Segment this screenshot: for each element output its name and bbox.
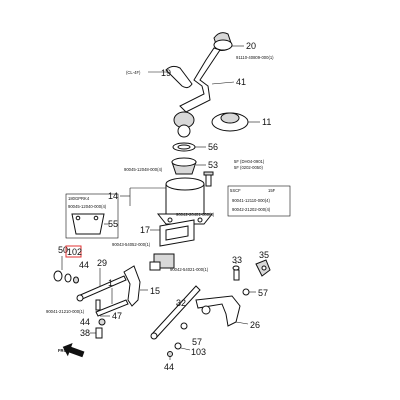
shift-knob: 20 91110-40809-000(1) — [213, 32, 274, 60]
callout-56: 56 — [208, 142, 218, 152]
shift-rod-1: 1 — [95, 278, 129, 317]
shift-lever: 41 — [179, 47, 246, 113]
callout-53: 53 — [208, 160, 218, 170]
interlock-parts: 44 38 — [80, 317, 106, 339]
seal-ring: 56 — [172, 142, 218, 152]
shift-fork-15: 15 — [123, 265, 160, 307]
detent-parts-lower: 57 103 44 — [164, 322, 206, 372]
callout-57-lower: 57 — [192, 337, 202, 347]
code-left-bolt: 90041-21210-000(1) — [46, 309, 85, 314]
lever-ball — [173, 111, 195, 138]
callout-44-mid: 44 — [80, 317, 90, 327]
code-gasket: 90043-54052-000(1) — [112, 242, 151, 247]
code-5scf: 5SCF — [230, 188, 241, 193]
callout-26: 26 — [250, 320, 260, 330]
gasket: 17 90043-54052-000(1) — [112, 219, 195, 247]
code-bracket: 90042-54021-000(1) — [170, 267, 209, 272]
callout-102: 102 — [67, 247, 82, 257]
callout-47: 47 — [112, 311, 122, 321]
callout-41: 41 — [236, 77, 246, 87]
callout-103: 103 — [191, 347, 206, 357]
code-box-2: 90042-21202-000(4) — [232, 207, 271, 212]
code-cl4f: (CL-4F) — [126, 70, 141, 75]
highlight-102 — [65, 245, 82, 258]
callout-32: 32 — [176, 298, 186, 308]
shift-housing: 14 90045-12048-000(4) 90042-20401-000(4) — [108, 167, 215, 225]
inset-code-box: 5SCF 15F 90041-12110-000(4) 90042-21202-… — [227, 185, 291, 217]
callout-15: 15 — [150, 286, 160, 296]
callout-38: 38 — [80, 328, 90, 338]
shift-bracket: 90042-54021-000(1) — [149, 253, 209, 272]
lever-boot-hose: 19 (CL-4F) — [126, 65, 193, 89]
callout-1: 1 — [108, 278, 113, 288]
code-plate-bolt: 90045-12040-000(4) — [68, 204, 107, 209]
detent-parts-left: 50 102 44 — [53, 245, 89, 284]
callout-17: 17 — [140, 225, 150, 235]
callout-55: 55 — [108, 219, 118, 229]
code-5f-b: 5F (0202-0050) — [234, 165, 263, 170]
callout-11: 11 — [262, 117, 271, 127]
shift-rod-29: 29 — [76, 258, 127, 302]
detent-parts-right: 33 35 — [232, 250, 271, 281]
code-180gprk4: 180GPRK4 — [68, 196, 90, 201]
detent-ball-right: 57 — [242, 288, 268, 298]
code-knob-bolt: 91110-40809-000(1) — [236, 55, 274, 60]
callout-35: 35 — [259, 250, 269, 260]
code-housing-bolt: 90045-12048-000(4) — [124, 167, 163, 172]
callout-57-upper: 57 — [258, 288, 268, 298]
callout-44-upper: 44 — [79, 260, 89, 270]
code-box-1: 90041-12110-000(4) — [232, 198, 270, 203]
housing-bolt — [203, 171, 214, 187]
callout-33: 33 — [232, 255, 242, 265]
code-5f-a: 5F (DH04-0901) — [234, 159, 265, 164]
callout-19: 19 — [161, 68, 171, 78]
shift-fork-26: 26 — [195, 295, 260, 330]
front-arrow: FRONT — [58, 343, 85, 358]
callout-44-lower: 44 — [164, 362, 174, 372]
code-housing-washer: 90042-20401-000(4) — [176, 212, 215, 217]
inset-plate-box: 180GPRK4 90045-12040-000(4) 55 — [65, 193, 119, 239]
front-label: FRONT — [58, 348, 73, 353]
callout-29: 29 — [97, 258, 107, 268]
callout-50: 50 — [58, 245, 68, 255]
code-15f: 15F — [268, 188, 276, 193]
shift-cover: 11 — [211, 112, 271, 132]
shift-rod-32: 32 — [150, 285, 201, 340]
callout-20: 20 — [246, 41, 256, 51]
pin-47: 47 — [95, 299, 122, 321]
dust-boot: 53 5F (DH04-0901) 5F (0202-0050) — [171, 157, 265, 175]
callout-14: 14 — [108, 191, 118, 201]
